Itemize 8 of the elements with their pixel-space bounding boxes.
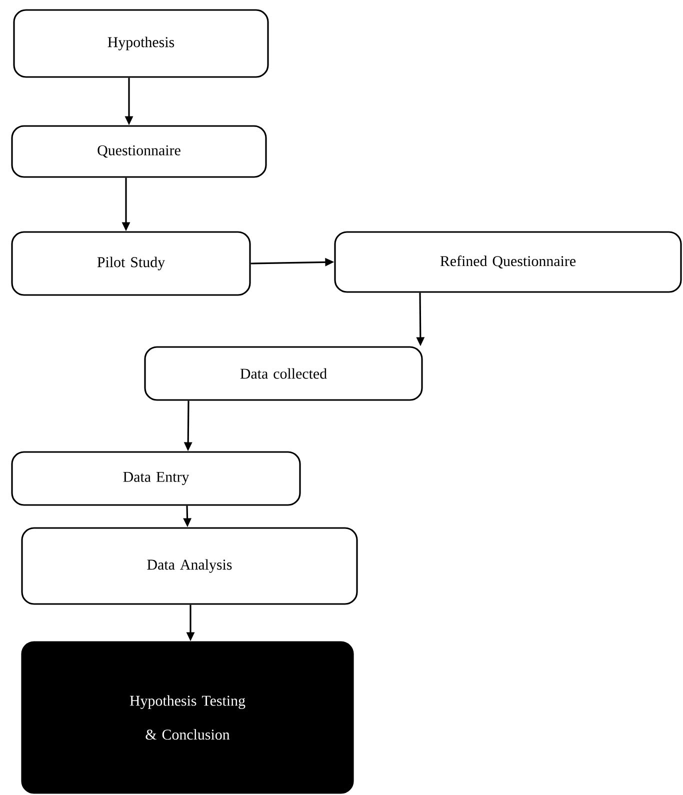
process-box: Questionnaire [11,125,267,178]
process-box: Refined Questionnaire [334,231,682,293]
process-box: Hypothesis [13,9,269,78]
process-box: Data Analysis [21,527,358,605]
process-box: Pilot Study [11,231,251,296]
process-box: Data Entry [11,451,301,506]
process-box: Data collected [144,346,423,401]
terminal-box: Hypothesis Testing & Conclusion [21,641,354,794]
